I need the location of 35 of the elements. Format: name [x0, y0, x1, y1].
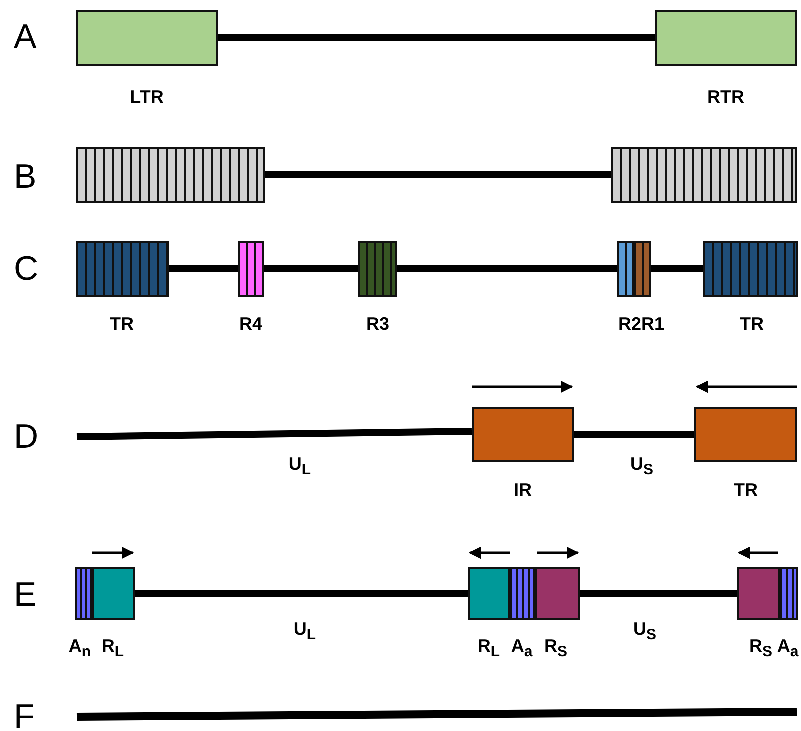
- genome-line: [651, 266, 703, 272]
- region-label: A$_{a}$: [511, 637, 533, 660]
- region-label: R$_{S}$: [750, 637, 772, 660]
- row-letter: C: [14, 252, 39, 286]
- region-label: A$_{a}$: [777, 637, 799, 660]
- region-label: IR: [514, 481, 532, 499]
- genome-line: [169, 266, 238, 272]
- region-label: LTR: [130, 88, 164, 106]
- region-label: R$_{L}$: [102, 637, 124, 660]
- region-label: TR: [740, 315, 764, 333]
- region-label: A$_{n}$: [68, 637, 92, 660]
- region-label: TR: [734, 481, 758, 499]
- genome-line: [265, 172, 611, 178]
- region-label: R1: [642, 315, 664, 333]
- region-label: R$_{L}$: [478, 637, 500, 660]
- region-label: U$_{S}$: [634, 620, 656, 643]
- region-label: TR: [110, 315, 134, 333]
- region-label: U$_{S}$: [630, 455, 654, 478]
- genome-line: [218, 34, 655, 42]
- row-letter: A: [14, 20, 37, 54]
- row-letter: B: [14, 160, 37, 194]
- genome-line: [397, 266, 617, 272]
- region-label: R2: [618, 315, 642, 333]
- row-letter: F: [14, 700, 35, 731]
- row-letter: D: [14, 420, 39, 454]
- genome-line: [264, 266, 358, 272]
- region-label: RTR: [708, 88, 744, 106]
- region-label: R3: [366, 315, 390, 333]
- genome-line: [76, 428, 472, 440]
- row-letter: E: [14, 578, 37, 612]
- region-label: R4: [240, 315, 262, 333]
- genome-line: [135, 590, 468, 597]
- genome-line: [574, 431, 694, 438]
- region-label: R$_{S}$: [544, 637, 568, 660]
- genome-line: [580, 590, 737, 597]
